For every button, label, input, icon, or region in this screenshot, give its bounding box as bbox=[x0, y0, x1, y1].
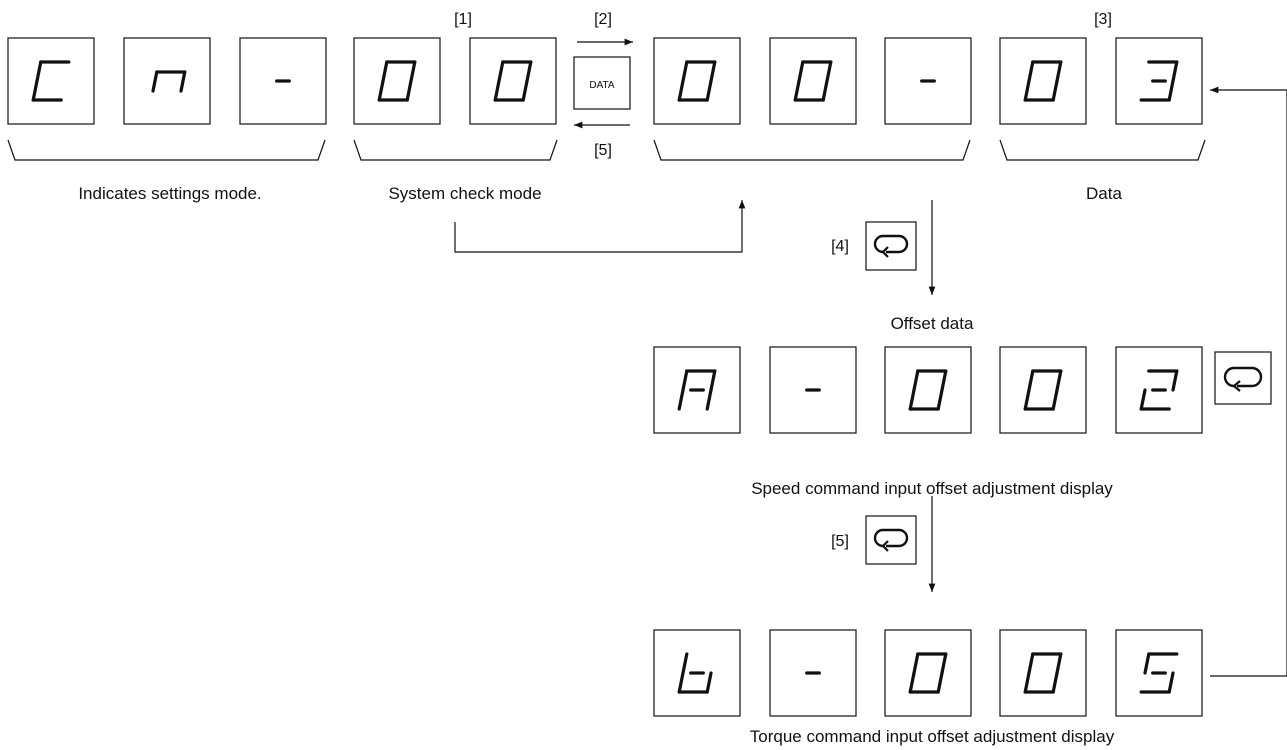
display-segment bbox=[409, 60, 417, 83]
torque-offset-display-digit bbox=[653, 629, 741, 717]
torque-offset-display-digit bbox=[884, 629, 972, 717]
speed-offset-display-digit bbox=[884, 346, 972, 434]
display-segment bbox=[1167, 671, 1175, 694]
step-label-5-back: [5] bbox=[594, 142, 612, 159]
display-segment bbox=[709, 369, 717, 392]
speed-offset-display-digit bbox=[999, 346, 1087, 434]
display-segment bbox=[677, 388, 685, 411]
display-segment bbox=[1055, 60, 1063, 83]
settings-display-digit bbox=[353, 37, 441, 125]
display-segment bbox=[705, 671, 713, 694]
mode-cycle-icon bbox=[1214, 351, 1272, 405]
settings-display-digit bbox=[239, 37, 327, 125]
display-segment bbox=[405, 79, 413, 102]
display-segment bbox=[1139, 388, 1147, 411]
display-segment bbox=[677, 671, 685, 694]
display-segment bbox=[709, 60, 717, 83]
display-segment bbox=[1171, 369, 1179, 392]
caption-offset-data: Offset data bbox=[891, 314, 974, 333]
display-segment bbox=[1027, 369, 1035, 392]
display-segment bbox=[1023, 388, 1031, 411]
display-segment bbox=[681, 652, 689, 675]
display-segment bbox=[35, 60, 43, 83]
display-segment bbox=[825, 60, 833, 83]
step-label-4: [4] bbox=[831, 238, 849, 255]
display-segment bbox=[525, 60, 533, 83]
mode-display-digit bbox=[653, 37, 741, 125]
display-segment bbox=[151, 70, 159, 93]
mode-cycle-icon bbox=[865, 515, 917, 565]
bracket-settings-mode bbox=[7, 139, 326, 161]
torque-offset-display-digit bbox=[769, 629, 857, 717]
display-segment bbox=[1055, 652, 1063, 675]
caption-system-check-mode: System check mode bbox=[388, 184, 541, 203]
display-segment bbox=[1023, 671, 1031, 694]
return-path-line bbox=[454, 200, 746, 253]
display-segment bbox=[377, 79, 385, 102]
caption-speed-display: Speed command input offset adjustment di… bbox=[751, 479, 1113, 498]
mode-display-digit bbox=[999, 37, 1087, 125]
caption-data: Data bbox=[1086, 184, 1122, 203]
display-segment bbox=[912, 652, 920, 675]
mode-cycle-icon bbox=[865, 221, 917, 271]
display-segment bbox=[908, 388, 916, 411]
step-label-3: [3] bbox=[1094, 11, 1112, 28]
mode-display-digit bbox=[1115, 37, 1203, 125]
display-segment bbox=[1051, 671, 1059, 694]
display-segment bbox=[797, 60, 805, 83]
step-label-2: [2] bbox=[594, 11, 612, 28]
display-segment bbox=[1167, 79, 1175, 102]
display-segment bbox=[681, 60, 689, 83]
display-segment bbox=[1051, 388, 1059, 411]
display-segment bbox=[681, 369, 689, 392]
display-segment bbox=[1055, 369, 1063, 392]
bracket-system-check bbox=[353, 139, 558, 161]
display-segment bbox=[912, 369, 920, 392]
display-segment bbox=[1143, 652, 1151, 675]
loop-back-line bbox=[1210, 86, 1287, 677]
step-label-1: [1] bbox=[454, 11, 472, 28]
display-segment bbox=[1027, 652, 1035, 675]
mode-display-digit bbox=[884, 37, 972, 125]
speed-offset-display-digit bbox=[653, 346, 741, 434]
display-segment bbox=[1027, 60, 1035, 83]
display-segment bbox=[179, 70, 187, 93]
display-segment bbox=[1171, 60, 1179, 83]
torque-offset-display-digit bbox=[1115, 629, 1203, 717]
data-key-icon bbox=[573, 56, 631, 110]
display-segment bbox=[705, 79, 713, 102]
bracket-data bbox=[999, 139, 1206, 161]
speed-offset-display-digit bbox=[1115, 346, 1203, 434]
display-segment bbox=[908, 671, 916, 694]
display-segment bbox=[521, 79, 529, 102]
settings-display-digit bbox=[469, 37, 557, 125]
display-segment bbox=[940, 652, 948, 675]
display-segment bbox=[493, 79, 501, 102]
display-segment bbox=[677, 79, 685, 102]
bracket-mode-display bbox=[653, 139, 971, 161]
display-segment bbox=[1023, 79, 1031, 102]
display-segment bbox=[381, 60, 389, 83]
caption-torque-display: Torque command input offset adjustment d… bbox=[750, 727, 1115, 746]
torque-offset-display-digit bbox=[999, 629, 1087, 717]
display-segment bbox=[936, 671, 944, 694]
speed-offset-display-digit bbox=[769, 346, 857, 434]
display-segment bbox=[821, 79, 829, 102]
step-label-5-down: [5] bbox=[831, 533, 849, 550]
display-segment bbox=[793, 79, 801, 102]
caption-settings-mode: Indicates settings mode. bbox=[78, 184, 261, 203]
data-key-label: DATA bbox=[589, 80, 615, 91]
display-segment bbox=[1051, 79, 1059, 102]
display-segment bbox=[940, 369, 948, 392]
mode-display-digit bbox=[769, 37, 857, 125]
display-segment bbox=[31, 79, 39, 102]
display-segment bbox=[705, 388, 713, 411]
display-segment bbox=[936, 388, 944, 411]
display-segment bbox=[497, 60, 505, 83]
settings-display-digit bbox=[123, 37, 211, 125]
settings-display-digit bbox=[7, 37, 95, 125]
